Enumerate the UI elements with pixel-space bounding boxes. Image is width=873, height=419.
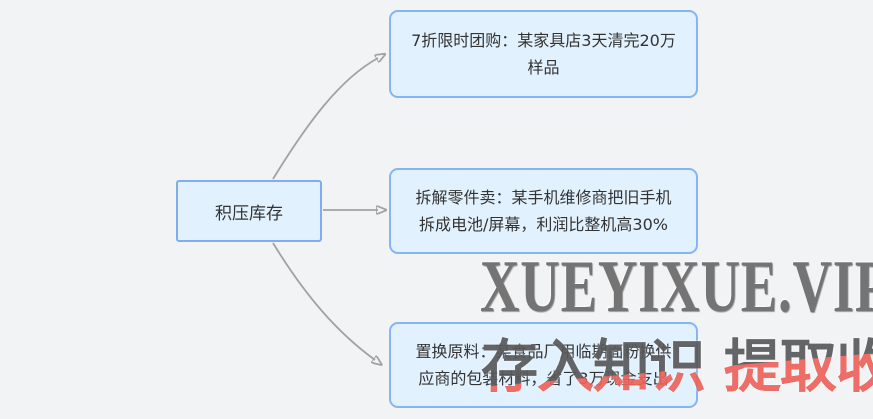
branch-text-line: 拆成电池/屏幕，利润比整机高30% <box>419 215 668 234</box>
branch-node-flash-group-buy[interactable]: 7折限时团购：某家具店3天清完20万 样品 <box>389 10 698 98</box>
connector-root-to-branch-3 <box>272 242 375 360</box>
branch-text-line: 样品 <box>527 58 560 77</box>
connector-root-to-branch-1 <box>272 58 378 180</box>
branch-text-line: 置换原料：某食品厂用临期面粉换供 <box>415 342 672 361</box>
branch-text-line: 拆解零件卖：某手机维修商把旧手机 <box>415 188 672 207</box>
branch-node-barter-materials[interactable]: 置换原料：某食品厂用临期面粉换供 应商的包装材料，省了3万现金支出 <box>389 322 698 408</box>
branch-node-sell-parts[interactable]: 拆解零件卖：某手机维修商把旧手机 拆成电池/屏幕，利润比整机高30% <box>389 168 698 254</box>
watermark-site-url: XUEYIXUE.VIP <box>480 246 873 328</box>
root-node-inventory-backlog[interactable]: 积压库存 <box>176 180 322 242</box>
branch-text-line: 应商的包装材料，省了3万现金支出 <box>418 369 669 388</box>
root-node-label: 积压库存 <box>215 203 283 224</box>
branch-text-line: 7折限时团购：某家具店3天清完20万 <box>411 31 676 50</box>
